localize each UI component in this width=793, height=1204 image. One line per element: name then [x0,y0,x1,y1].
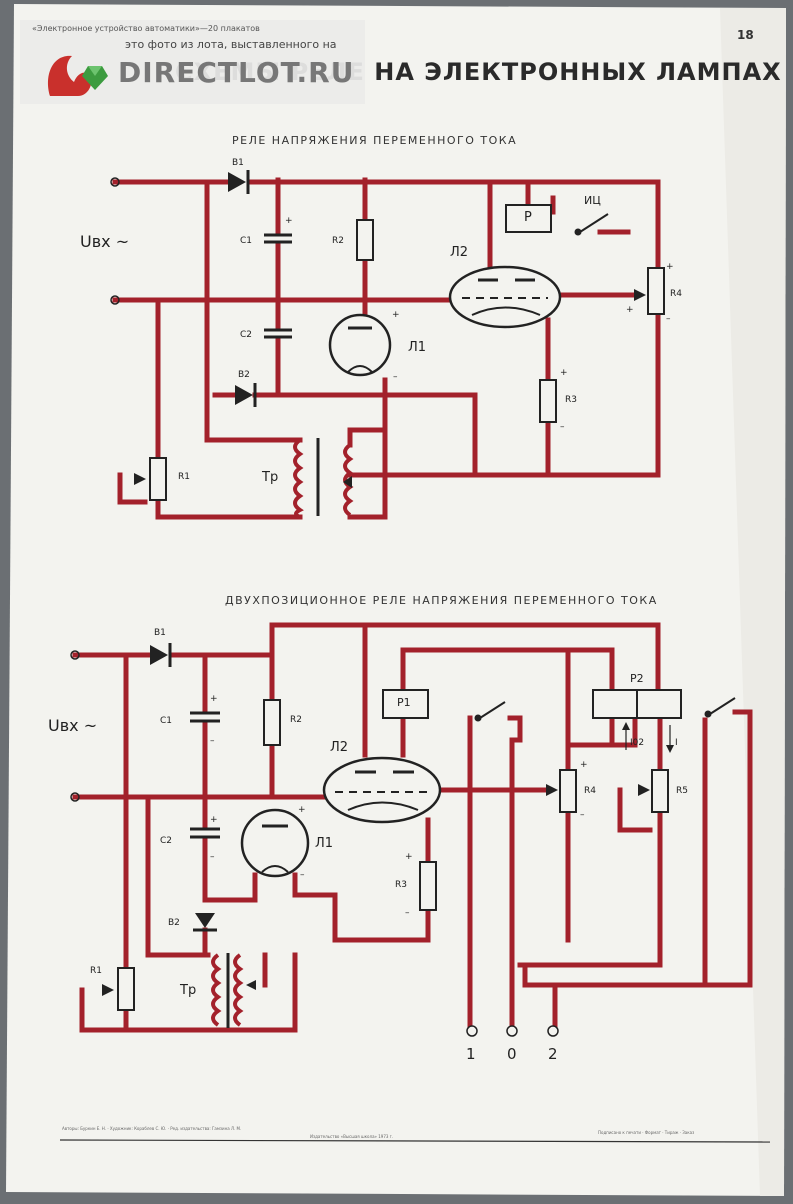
diagram2-r1-label: R1 [90,966,102,976]
diagram1-ic-label: ИЦ [584,194,601,207]
diagram2-tr-label: Тр [180,983,197,998]
diagram1-input-label: Uвх ~ [80,232,130,251]
diagram2-l1-label: Л1 [315,836,334,851]
diagram1-c1-plus: + [285,216,293,226]
diagram2-c2-minus: – [210,852,215,862]
diagram1-r4-label: R4 [670,289,682,299]
footer-credits: Авторы: Буркин Е. Н. · Художник: Корабле… [62,1126,242,1131]
diagram2-r3-minus: – [405,908,410,918]
diagram1-heading: РЕЛЕ НАПРЯЖЕНИЯ ПЕРЕМЕННОГО ТОКА [232,134,518,147]
watermark-brand: DIRECTLOT.RU [118,56,355,89]
diagram1-c2-label: C2 [240,330,253,340]
diagram1-l1-label: Л1 [408,340,427,355]
diagram1-components [110,170,665,519]
diagram2-r4-minus: – [580,810,585,820]
diagram2-output-0: 0 [507,1045,517,1063]
diagram2-i-label: I [675,738,678,748]
diagram2-r3-plus: + [405,852,413,862]
watermark-caption: это фото из лота, выставленного на [125,38,337,51]
diagram2-c2-label: C2 [160,836,173,846]
diagram2-output-1: 1 [466,1045,476,1063]
diagram2-r3-label: R3 [395,880,407,890]
diagram1-b1-label: B1 [232,158,244,168]
diagram2-output-2: 2 [548,1045,558,1063]
diagram1-r3-plus: + [560,368,568,378]
diagram1-l1-minus: – [393,372,398,382]
diagram2-b2-label: B2 [168,918,180,928]
page-number: 18 [737,28,754,42]
diagram1-r3-label: R3 [565,395,577,405]
diagram2-i02-label: I02 [630,738,645,748]
diagram2-p2-label: P2 [630,672,644,685]
diagram2-p1-label: P1 [397,696,411,709]
diagram2-r4-plus: + [580,760,588,770]
diagram2-heading: ДВУХПОЗИЦИОННОЕ РЕЛЕ НАПРЯЖЕНИЯ ПЕРЕМЕНН… [225,594,658,607]
footer-publisher: Издательство «Высшая школа» 1973 г. [310,1134,394,1139]
diagram1-c1-label: C1 [240,236,253,246]
watermark-lot-title: «Электронное устройство автоматики»—20 п… [32,24,260,33]
diagram2-c1-minus: – [210,736,215,746]
diagram1-r2-label: R2 [332,236,344,246]
diagram1-relay-label: P [524,210,532,225]
diagram1-wires [112,177,661,520]
diagram1-l1-plus: + [392,310,400,320]
watermark-banner: «Электронное устройство автоматики»—20 п… [20,20,365,104]
diagram2-components [70,643,736,1037]
diagram2-l2-label: Л2 [330,740,349,755]
footer-print-info: Подписано к печати · Формат · Тираж · За… [598,1130,695,1135]
diagram2-c2-plus: + [210,815,218,825]
diagram2-l1-plus: + [298,805,306,815]
squirrel-logo-icon [48,55,108,96]
diagram1-r3-minus: – [560,422,565,432]
diagram1-l2-plus: + [626,305,634,315]
diagram2-r2-label: R2 [290,715,302,725]
diagram1-r4-plus: + [666,262,674,272]
diagram2-wires [72,622,753,1033]
diagram2-c1-label: C1 [160,716,173,726]
diagram1-r1-label: R1 [178,472,190,482]
diagram1-tr-label: Тр [262,470,279,485]
diagram2-c1-plus: + [210,694,218,704]
diagram2-input-label: Uвх ~ [48,716,98,735]
diagram2-r4-label: R4 [584,786,596,796]
diagram2-r5-label: R5 [676,786,688,796]
diagram2-b1-label: B1 [154,628,166,638]
diagram1-l2-label: Л2 [450,245,469,260]
diagram2-l1-minus: – [300,870,305,880]
diagram1-r4-minus: – [666,314,671,324]
diagram1-b2-label: B2 [238,370,250,380]
